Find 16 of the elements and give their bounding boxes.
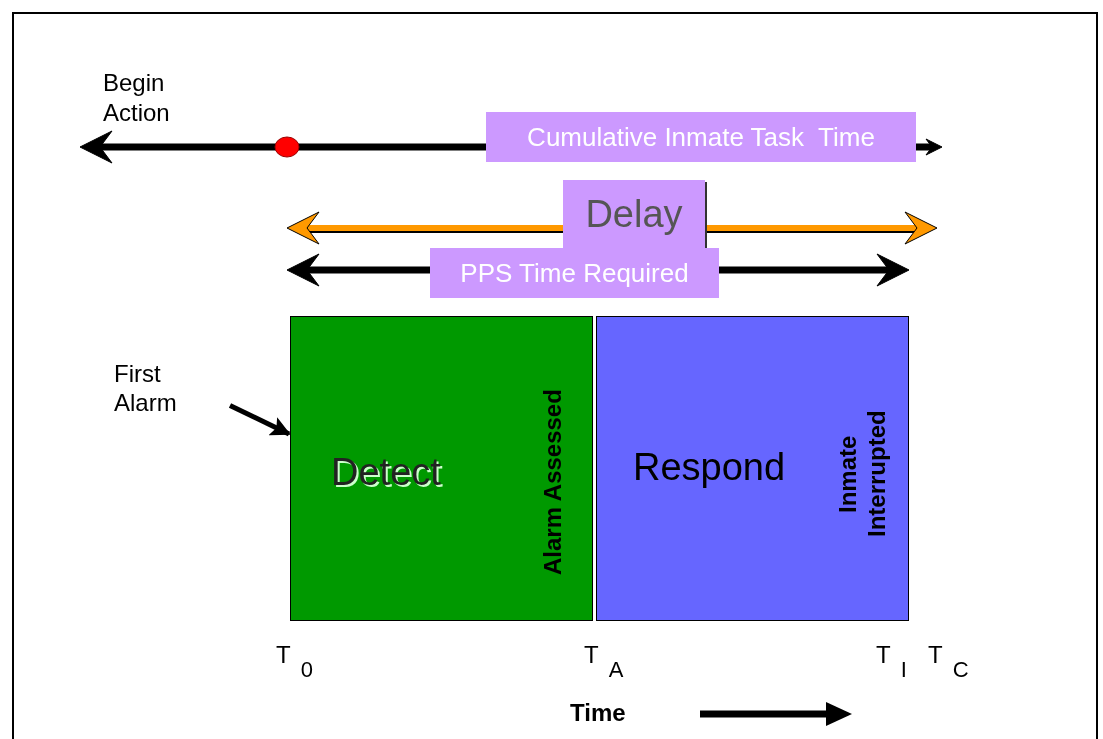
span-label-text: Delay <box>584 191 684 237</box>
event-label: Alarm Assessed <box>537 388 567 577</box>
phase-box <box>596 316 909 621</box>
span-label-text: PPS Time Required <box>459 256 690 290</box>
phase-title: Detect <box>331 449 442 495</box>
span-label <box>563 180 705 248</box>
callout-text: First Alarm <box>114 359 178 418</box>
span-label <box>486 112 916 162</box>
arrow <box>228 403 291 437</box>
axis-note: Begin Action <box>103 68 171 128</box>
span-label <box>430 248 719 298</box>
span-label-text: Cumulative Inmate Task Time <box>526 120 876 154</box>
axis-title: Time <box>570 698 626 728</box>
phase-title: Respond <box>633 444 787 490</box>
phase-box <box>290 316 593 621</box>
event-label: Inmate Interrupted <box>833 409 891 540</box>
